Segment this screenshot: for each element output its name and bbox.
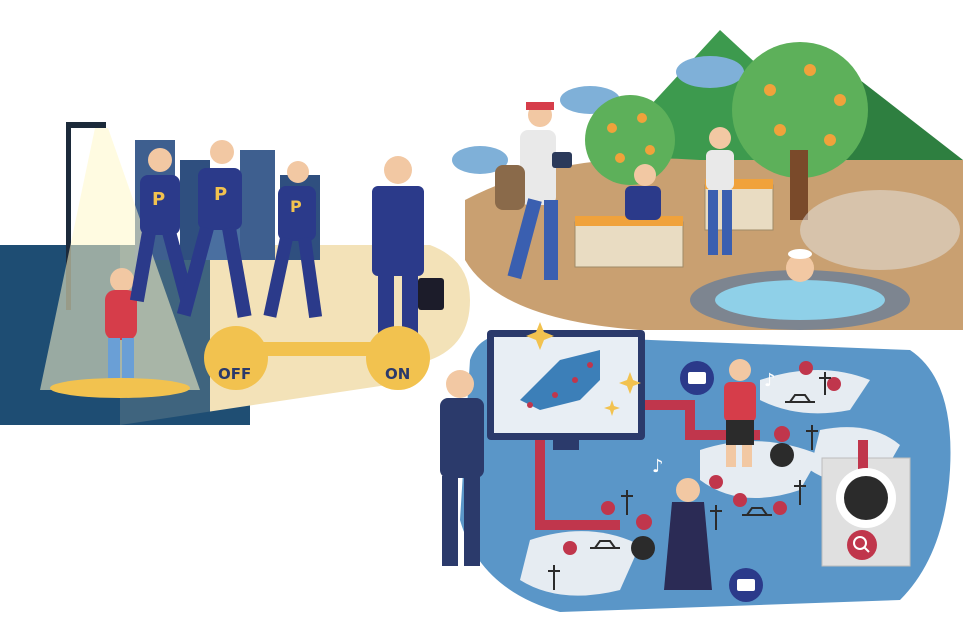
manhole-card [821, 440, 911, 567]
orange-picker [625, 164, 661, 220]
sparkles [526, 322, 641, 416]
route-line [535, 400, 760, 530]
power-pylons [548, 372, 831, 590]
traveller-phone [724, 359, 756, 467]
countryside-scene [452, 30, 963, 330]
child-figure [105, 268, 137, 378]
orange-tree [732, 42, 868, 220]
left-scene: P P P [0, 122, 470, 425]
camera-icon [729, 568, 763, 602]
monitor-screen [487, 330, 645, 450]
camera-icon [552, 152, 572, 168]
hero-runners: P P P [129, 140, 323, 319]
map-pin-icon [636, 514, 652, 530]
hero-figure: P [176, 140, 252, 318]
hiker-photographer [495, 102, 572, 280]
map-pin-icon [733, 493, 747, 507]
hero-emblem: P [214, 184, 227, 205]
map-pin-icon [827, 377, 841, 391]
switch-on-node [366, 326, 430, 390]
orange-crates [574, 179, 774, 268]
music-note-icon: ♪ [764, 370, 776, 391]
switch-off-node [204, 326, 268, 390]
briefcase-icon [418, 278, 444, 310]
orange-tree [585, 95, 675, 185]
map-pin-icon [774, 426, 790, 442]
orange-picker [706, 127, 734, 255]
power-pylon-icon [621, 490, 633, 515]
bridge-icon [742, 507, 772, 516]
hero-emblem: P [290, 197, 302, 216]
bridge-icon [590, 540, 620, 549]
hero-emblem: P [152, 189, 165, 210]
map-pin-icon [709, 475, 723, 489]
power-pylon-icon [794, 480, 806, 505]
hot-spring [690, 190, 960, 330]
traveller-coat [664, 478, 712, 590]
map-pin-icon [601, 501, 615, 515]
camera-icon [680, 361, 714, 395]
magnifier-icon [847, 530, 877, 560]
power-pylon-icon [806, 425, 818, 450]
bridges [590, 394, 815, 549]
map-scene: ♪ ♪ [440, 322, 951, 612]
map-pin-icon [563, 541, 577, 555]
bridge-icon [785, 394, 815, 403]
power-pylon-icon [548, 565, 560, 590]
power-pylon-icon [819, 372, 831, 395]
map-pin-icon [773, 501, 787, 515]
presenter-figure [440, 370, 484, 566]
power-pylon-icon [710, 505, 722, 530]
off-on-switch: OFF ON [204, 326, 430, 390]
off-label: OFF [218, 365, 251, 383]
street-lamp-icon [40, 122, 200, 398]
music-note-icon: ♪ [652, 456, 664, 477]
on-label: ON [385, 365, 410, 383]
manhole-covers [631, 443, 794, 560]
map-pin-icon [799, 361, 813, 375]
hero-figure: P [263, 161, 323, 319]
map-pins [563, 361, 841, 555]
